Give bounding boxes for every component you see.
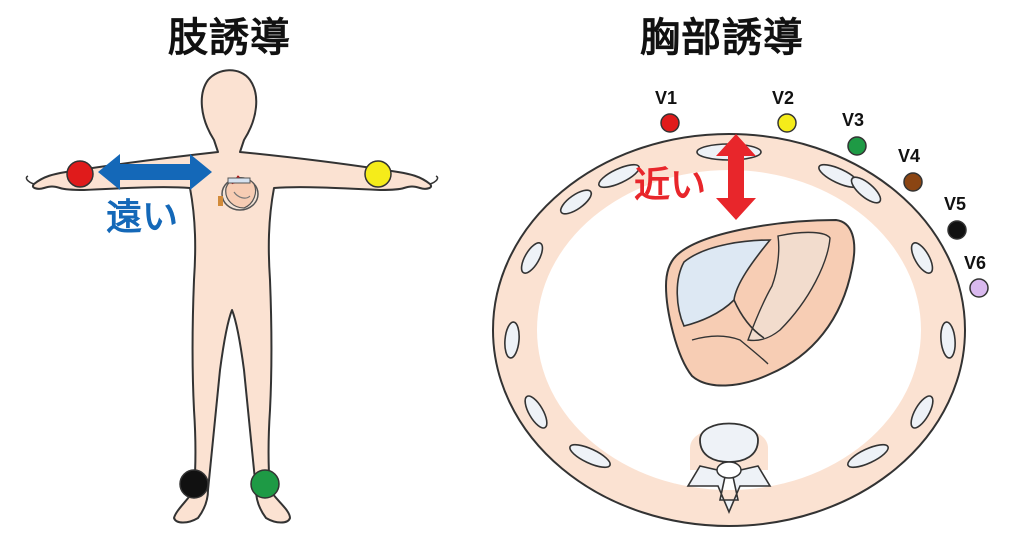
vertebra	[686, 422, 772, 515]
far-distance-arrow	[98, 154, 212, 190]
human-body-figure	[25, 69, 439, 524]
lead-label-v3: V3	[842, 110, 865, 130]
chest-cross-section	[492, 133, 966, 527]
lead-label-v4: V4	[898, 146, 921, 166]
electrode-right-arm-red	[66, 160, 94, 188]
lead-label-v1: V1	[655, 88, 678, 108]
near-note: 近い	[634, 165, 707, 206]
electrode-v2	[777, 113, 797, 133]
right-ventricle-cavity	[676, 239, 772, 327]
electrode-v5	[947, 220, 967, 240]
electrode-v6	[969, 278, 989, 298]
body-silhouette	[32, 69, 432, 524]
lead-label-v5: V5	[944, 194, 967, 214]
left-ventricle-cavity	[747, 231, 831, 342]
electrode-v4	[903, 172, 923, 192]
electrode-left-arm-yellow	[364, 160, 392, 188]
chest-leads-title: 胸部誘導	[640, 15, 804, 61]
near-distance-arrow	[716, 134, 756, 220]
small-heart-icon	[218, 175, 259, 211]
far-note: 遠い	[106, 197, 179, 238]
lead-label-v2: V2	[772, 88, 795, 108]
electrode-right-leg-black	[179, 469, 209, 499]
limb-leads-title: 肢誘導	[168, 15, 291, 61]
chest-electrodes	[660, 113, 989, 298]
heart-cross-section	[664, 218, 856, 387]
electrode-v1	[660, 113, 680, 133]
electrode-v3	[847, 136, 867, 156]
lead-label-v6: V6	[964, 253, 987, 273]
electrode-left-leg-green	[250, 469, 280, 499]
